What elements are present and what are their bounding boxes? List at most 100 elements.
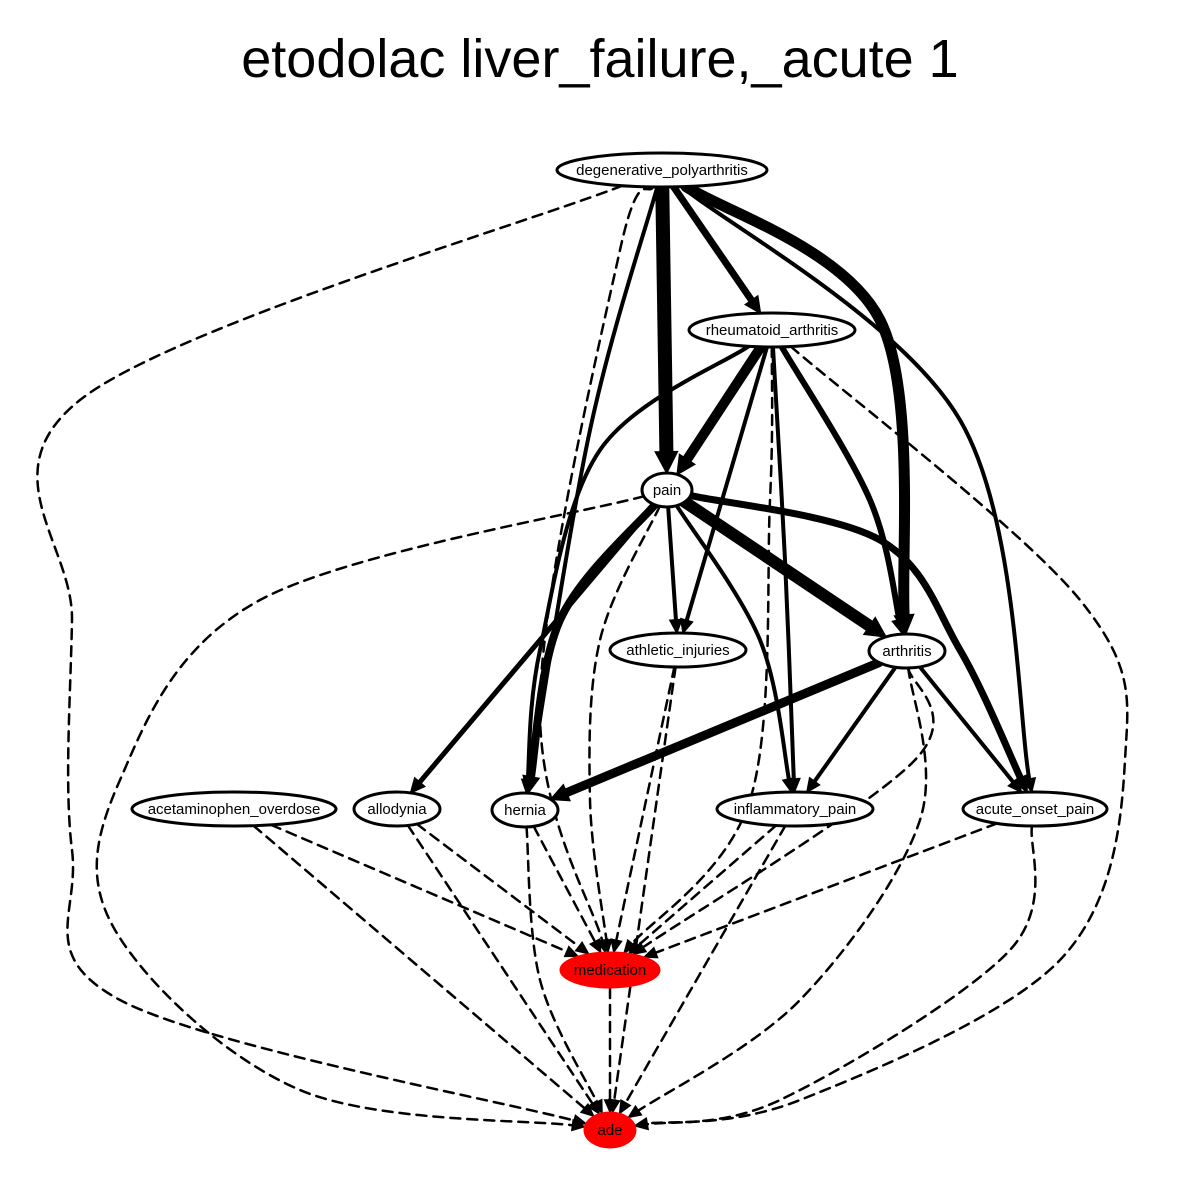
edge-line: [655, 180, 674, 464]
edge-acetaminophen_overdose-to-medication: [269, 823, 580, 958]
node-shape: [715, 790, 875, 828]
node-acetaminophen_overdose: acetaminophen_overdose: [130, 790, 338, 828]
node-hernia: hernia: [490, 791, 560, 829]
edge-line: [538, 185, 655, 945]
edge-inflammatory_pain-to-medication: [627, 824, 778, 955]
edge-pain-to-athletic_injuries: [666, 504, 684, 635]
node-label: arthritis: [882, 643, 931, 660]
edge-line: [525, 825, 600, 1106]
edge-arrowhead: [590, 1098, 603, 1115]
edge-arrowhead: [676, 453, 697, 476]
edge-line: [680, 341, 766, 468]
edge-line: [652, 822, 999, 955]
node-shape: [867, 632, 947, 670]
edge-line: [687, 492, 1026, 785]
edge-arrowhead: [588, 938, 602, 954]
edge-arthritis-to-inflammatory_pain: [805, 665, 898, 794]
edge-line: [770, 344, 796, 784]
node-label: rheumatoid_arthritis: [706, 322, 839, 339]
edge-arrowhead: [618, 1099, 632, 1115]
edge-arrowhead: [549, 783, 571, 802]
node-label: acetaminophen_overdose: [148, 801, 321, 818]
node-acute_onset_pain: acute_onset_pain: [961, 790, 1109, 828]
edge-arrowhead: [680, 617, 694, 635]
edge-line: [252, 824, 588, 1112]
edge-arrowhead: [744, 294, 762, 315]
node-allodynia: allodynia: [352, 790, 442, 828]
node-label: allodynia: [367, 801, 427, 818]
edge-line: [635, 666, 928, 1114]
node-label: inflammatory_pain: [734, 801, 857, 818]
edge-line: [614, 665, 676, 944]
node-shape: [608, 631, 748, 669]
page-title: etodolac liver_failure,_acute 1: [241, 29, 959, 89]
edge-line: [36, 184, 624, 1123]
edge-acute_onset_pain-to-medication: [642, 822, 999, 959]
edge-line: [643, 345, 1129, 1126]
edge-pain-to-ade: [95, 495, 646, 1132]
node-shape: [352, 790, 442, 828]
node-shape: [130, 790, 338, 828]
edge-arrowhead: [610, 938, 623, 954]
edge-allodynia-to-medication: [415, 822, 590, 955]
edge-line: [525, 344, 751, 785]
edge-line: [639, 666, 935, 950]
edge-line: [406, 824, 596, 1107]
edge-pain-to-allodynia: [409, 502, 658, 795]
edge-line: [917, 664, 1017, 787]
node-shape: [687, 311, 857, 349]
edge-athletic_injuries-to-medication: [610, 665, 676, 954]
node-label: hernia: [504, 802, 546, 819]
edge-rheumatoid_arthritis-to-athletic_injuries: [680, 344, 770, 635]
edge-pain-to-medication: [588, 505, 661, 954]
edge-line: [778, 343, 904, 626]
edge-arrowhead: [626, 1104, 643, 1119]
edge-arrowhead: [563, 945, 580, 958]
node-shape: [961, 790, 1109, 828]
edge-arrowhead: [891, 617, 908, 636]
edge-line: [666, 504, 679, 625]
node-shape: [583, 1111, 637, 1149]
edge-degenerative_polyarthritis-to-rheumatoid_arthritis: [670, 183, 762, 315]
edge-line: [415, 502, 658, 787]
edge-acetaminophen_overdose-to-ade: [252, 824, 596, 1118]
edge-line: [558, 658, 884, 799]
edge-inflammatory_pain-to-ade: [618, 824, 787, 1115]
node-label: pain: [653, 482, 681, 499]
node-rheumatoid_arthritis: rheumatoid_arthritis: [687, 311, 857, 349]
nodes-layer: degenerative_polyarthritisrheumatoid_art…: [130, 151, 1109, 1149]
node-label: ade: [597, 1122, 622, 1139]
edge-arrowhead: [633, 1117, 649, 1130]
edge-line: [683, 344, 770, 625]
edge-line: [588, 505, 661, 944]
edge-arthritis-to-ade: [626, 666, 928, 1119]
edge-line: [629, 345, 774, 947]
edge-arrowhead: [603, 1099, 617, 1114]
edge-line: [674, 503, 792, 784]
edges-layer: [36, 180, 1129, 1132]
edge-arrowhead: [627, 940, 643, 955]
edge-rheumatoid_arthritis-to-arthritis: [778, 343, 908, 636]
edge-line: [612, 665, 677, 1104]
edge-pain-to-arthritis: [678, 495, 888, 638]
edge-arrowhead: [579, 1102, 596, 1118]
edge-athletic_injuries-to-ade: [607, 665, 677, 1114]
edge-hernia-to-medication: [532, 825, 602, 954]
node-medication: medication: [559, 951, 661, 989]
edge-arrowhead: [781, 776, 796, 794]
edge-line: [532, 825, 598, 946]
edge-line: [269, 823, 571, 954]
edge-arrowhead: [862, 616, 888, 638]
edge-arrowhead: [668, 618, 684, 635]
edge-rheumatoid_arthritis-to-pain: [676, 341, 766, 476]
node-athletic_injuries: athletic_injuries: [608, 631, 748, 669]
edge-arrowhead: [409, 776, 427, 795]
node-ade: ade: [583, 1111, 637, 1149]
edge-arrowhead: [570, 1118, 587, 1132]
edge-medication-to-ade: [603, 986, 617, 1114]
edge-line: [811, 665, 898, 786]
edge-arrowhead: [654, 450, 679, 475]
node-label: acute_onset_pain: [976, 801, 1094, 818]
node-label: athletic_injuries: [626, 642, 729, 659]
node-shape: [640, 471, 694, 509]
